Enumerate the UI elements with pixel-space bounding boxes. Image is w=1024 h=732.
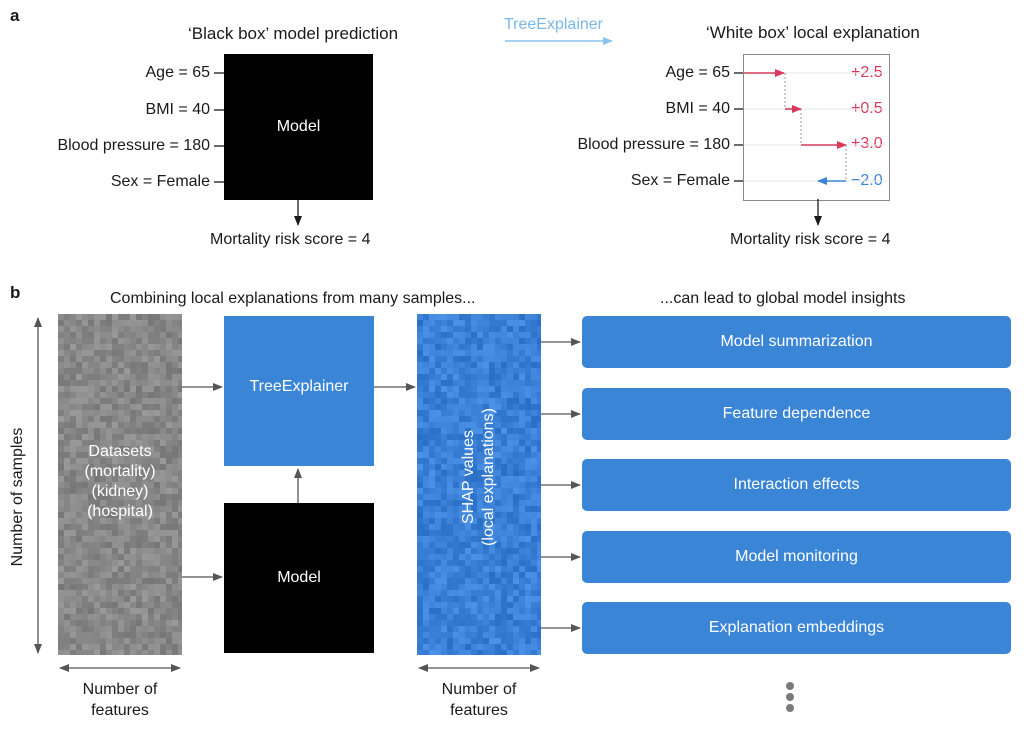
feature-bmi-left: BMI = 40 <box>145 101 210 118</box>
model-box-label: Model <box>277 569 321 586</box>
feature-bmi-right: BMI = 40 <box>665 100 730 117</box>
shap-block <box>417 314 541 655</box>
insight-label-4: Model monitoring <box>735 548 858 565</box>
insight-label-5: Explanation embeddings <box>708 619 885 636</box>
tree-explainer-box: TreeExplainer <box>224 316 374 466</box>
feature-age-left: Age = 65 <box>145 64 211 81</box>
panel-a-letter: a <box>10 6 20 25</box>
white-box-explanation <box>743 54 890 201</box>
shap-label: SHAP values (local explanations) <box>459 377 499 577</box>
insight-label-2: Feature dependence <box>722 405 871 422</box>
features-axis-label-left: Number of features <box>82 681 158 719</box>
ellipsis-dot-icon <box>786 693 794 701</box>
panel-b-letter: b <box>10 283 21 302</box>
tree-explainer-label: TreeExplainer <box>249 378 349 395</box>
left-heading: Combining local explanations from many s… <box>110 290 476 307</box>
samples-axis-label: Number of samples <box>9 427 26 567</box>
output-right: Mortality risk score = 4 <box>730 231 891 248</box>
insight-interaction-effects: Interaction effects <box>582 459 1011 511</box>
insight-label-3: Interaction effects <box>733 476 860 493</box>
features-axis-label-right: Number of features <box>441 681 517 719</box>
output-left: Mortality risk score = 4 <box>210 231 371 248</box>
feature-bp-right: Blood pressure = 180 <box>577 136 730 153</box>
ellipsis-dot-icon <box>786 682 794 690</box>
datasets-label: Datasets (mortality) (kidney) (hospital) <box>58 442 182 522</box>
contribution-bmi: +0.5 <box>851 100 883 117</box>
ellipsis-dot-icon <box>786 704 794 712</box>
feature-sex-left: Sex = Female <box>110 173 210 190</box>
insight-label-1: Model summarization <box>720 333 873 350</box>
datasets-line-3: (kidney) <box>91 483 149 500</box>
contribution-bp: +3.0 <box>851 135 883 152</box>
datasets-line-4: (hospital) <box>87 503 153 520</box>
right-heading: ...can lead to global model insights <box>660 290 906 307</box>
insight-model-monitoring: Model monitoring <box>582 531 1011 583</box>
shap-line-2: (local explanations) <box>480 408 497 546</box>
insight-feature-dependence: Feature dependence <box>582 388 1011 440</box>
datasets-line-2: (mortality) <box>84 463 156 480</box>
shap-line-1: SHAP values <box>460 430 477 524</box>
feature-bp-left: Blood pressure = 180 <box>57 137 210 154</box>
contribution-sex: −2.0 <box>851 172 883 189</box>
insight-model-summarization: Model summarization <box>582 316 1011 368</box>
feature-sex-right: Sex = Female <box>630 172 730 189</box>
contribution-age: +2.5 <box>851 64 883 81</box>
datasets-line-1: Datasets <box>88 443 152 460</box>
tree-explainer-arrow-label: TreeExplainer <box>504 16 604 33</box>
black-box-model-label: Model <box>276 118 321 135</box>
shap-noise <box>417 314 541 655</box>
feature-age-right: Age = 65 <box>665 64 731 81</box>
white-box-title: ‘White box’ local explanation <box>706 23 920 42</box>
insight-explanation-embeddings: Explanation embeddings <box>582 602 1011 654</box>
datasets-block <box>58 314 182 655</box>
black-box-title: ‘Black box’ model prediction <box>188 24 399 43</box>
black-box-model: Model <box>224 54 373 200</box>
model-box: Model <box>224 503 374 653</box>
datasets-noise <box>58 314 182 655</box>
